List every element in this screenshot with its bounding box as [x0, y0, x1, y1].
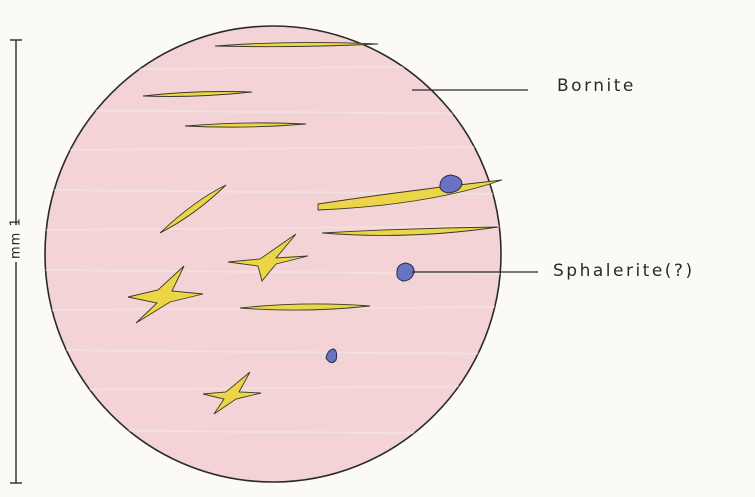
scale-bar	[10, 40, 22, 483]
scale-bar-label: mm 1	[9, 225, 24, 259]
bornite-label: Bornite	[557, 76, 636, 96]
sphalerite-label: Sphalerite(?)	[553, 261, 695, 281]
